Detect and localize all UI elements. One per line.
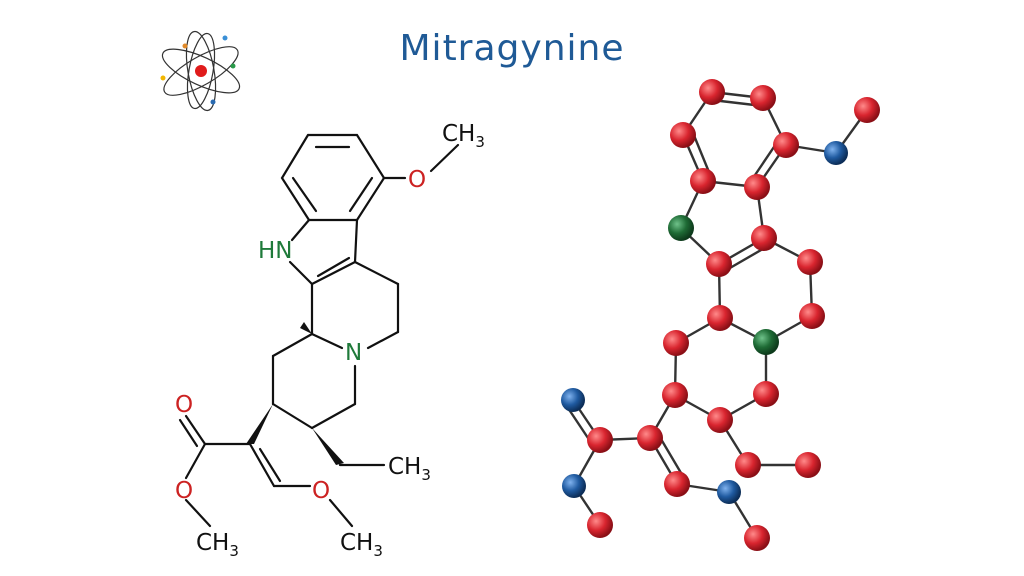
carbon-atom (706, 251, 732, 277)
carbon-atom (751, 225, 777, 251)
bond-lines (178, 133, 460, 528)
carbon-atom (690, 168, 716, 194)
carbon-atom (795, 452, 821, 478)
oxygen-atom (717, 480, 741, 504)
wedge-bond (312, 428, 344, 465)
carbon-atom (587, 512, 613, 538)
carbon-atom (663, 330, 689, 356)
carbon-atom (637, 425, 663, 451)
carbon-atom (735, 452, 761, 478)
label-ch3-top: CH3 (442, 121, 485, 151)
label-oxygen-enol: O (312, 478, 330, 504)
carbon-atom (750, 85, 776, 111)
label-ch3-ethyl: CH3 (388, 454, 431, 484)
oxygen-atom (824, 141, 848, 165)
carbon-atom (707, 305, 733, 331)
wedge-bond (246, 404, 273, 444)
oxygen-atom (561, 388, 585, 412)
label-ch3-enol: CH3 (340, 530, 383, 560)
label-oxygen-ester: O (175, 478, 193, 504)
label-hn: HN (258, 238, 293, 264)
carbon-atom (773, 132, 799, 158)
label-nitrogen-ring: N (345, 340, 362, 366)
label-oxygen-methoxy: O (408, 167, 426, 193)
carbon-atom (753, 381, 779, 407)
carbon-atom (707, 407, 733, 433)
nitrogen-atom (753, 329, 779, 355)
carbon-atom (670, 122, 696, 148)
carbon-atom (744, 525, 770, 551)
atom-logo-icon (160, 30, 241, 112)
carbon-atom (854, 97, 880, 123)
oxygen-atom (562, 474, 586, 498)
page-title: Mitragynine (399, 28, 625, 69)
carbon-atom (587, 427, 613, 453)
carbon-atom (744, 174, 770, 200)
carbon-atom (664, 471, 690, 497)
label-oxygen-carbonyl: O (175, 392, 193, 418)
nitrogen-atom (668, 215, 694, 241)
carbon-atom (797, 249, 823, 275)
label-ch3-ester: CH3 (196, 530, 239, 560)
carbon-atom (662, 382, 688, 408)
carbon-atom (799, 303, 825, 329)
carbon-atom (699, 79, 725, 105)
wedge-bond (300, 322, 312, 334)
model-atoms (561, 79, 880, 551)
